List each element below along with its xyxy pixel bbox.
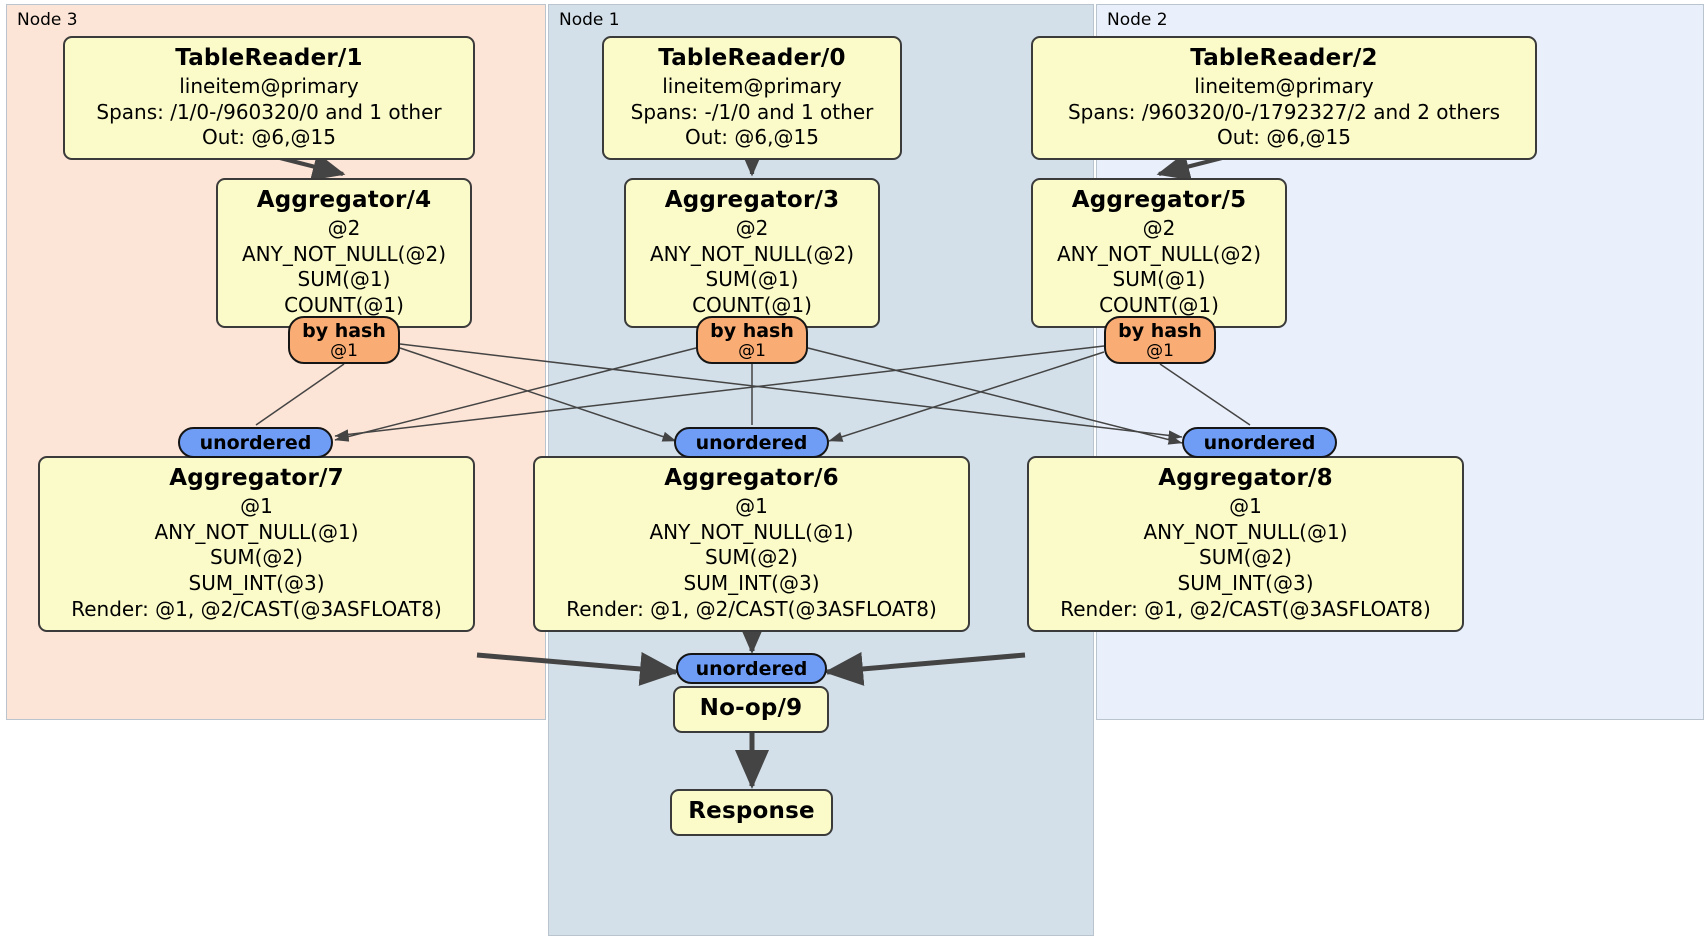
router-label: by hash [302, 320, 386, 342]
processor-detail-agg-2: SUM(@2) [705, 545, 798, 570]
processor-aggregator-7[interactable]: Aggregator/7 @1 ANY_NOT_NULL(@1) SUM(@2)… [38, 456, 475, 632]
processor-detail-out: Out: @6,@15 [202, 125, 336, 150]
synchronizer-label: unordered [695, 658, 808, 680]
processor-title: Aggregator/5 [1071, 187, 1247, 213]
processor-detail-render: Render: @1, @2/CAST(@3ASFLOAT8) [71, 597, 442, 622]
synchronizer-label: unordered [1203, 432, 1316, 454]
processor-title: TableReader/0 [658, 45, 846, 71]
processor-detail-agg-1: ANY_NOT_NULL(@1) [154, 519, 359, 544]
router-by-hash-aggregator-5[interactable]: by hash @1 [1104, 316, 1216, 364]
processor-detail-agg-2: SUM(@1) [297, 267, 391, 292]
processor-aggregator-8[interactable]: Aggregator/8 @1 ANY_NOT_NULL(@1) SUM(@2)… [1027, 456, 1464, 632]
processor-detail-table: lineitem@primary [662, 73, 842, 98]
node-region-label-node3: Node 3 [17, 10, 78, 30]
synchronizer-unordered-aggregator-6[interactable]: unordered [674, 427, 829, 458]
router-hash-column: @1 [738, 340, 766, 361]
processor-title: Aggregator/4 [256, 187, 432, 213]
processor-detail-groupcol: @2 [1142, 215, 1176, 240]
processor-detail-agg-3: SUM_INT(@3) [683, 571, 820, 596]
processor-detail-out: Out: @6,@15 [685, 125, 819, 150]
processor-detail-agg-3: COUNT(@1) [284, 293, 404, 318]
synchronizer-label: unordered [695, 432, 808, 454]
processor-aggregator-3[interactable]: Aggregator/3 @2 ANY_NOT_NULL(@2) SUM(@1)… [624, 178, 880, 329]
processor-response[interactable]: Response [670, 789, 833, 836]
processor-detail-agg-2: SUM(@2) [1199, 545, 1292, 570]
processor-detail-agg-1: ANY_NOT_NULL(@1) [1143, 519, 1348, 544]
processor-title: No-op/9 [699, 695, 803, 721]
synchronizer-unordered-aggregator-7[interactable]: unordered [178, 427, 333, 458]
processor-detail-groupcol: @2 [735, 215, 769, 240]
processor-detail-agg-1: ANY_NOT_NULL(@2) [1057, 241, 1261, 266]
router-by-hash-aggregator-3[interactable]: by hash @1 [696, 316, 808, 364]
processor-detail-agg-1: ANY_NOT_NULL(@2) [242, 241, 446, 266]
processor-detail-agg-2: SUM(@1) [1112, 267, 1206, 292]
node-region-label-node2: Node 2 [1107, 10, 1168, 30]
processor-detail-groupcol: @1 [735, 493, 768, 518]
processor-noop-9[interactable]: No-op/9 [673, 686, 829, 733]
processor-title: Aggregator/7 [169, 465, 344, 491]
processor-title: Aggregator/3 [664, 187, 840, 213]
processor-detail-groupcol: @2 [327, 215, 361, 240]
processor-detail-spans: Spans: -/1/0 and 1 other [630, 99, 874, 124]
processor-aggregator-4[interactable]: Aggregator/4 @2 ANY_NOT_NULL(@2) SUM(@1)… [216, 178, 472, 329]
router-hash-column: @1 [330, 340, 358, 361]
processor-detail-spans: Spans: /1/0-/960320/0 and 1 other [96, 99, 442, 124]
processor-detail-groupcol: @1 [1229, 493, 1262, 518]
processor-title: TableReader/1 [175, 45, 363, 71]
processor-detail-spans: Spans: /960320/0-/1792327/2 and 2 others [1067, 99, 1500, 124]
synchronizer-unordered-aggregator-8[interactable]: unordered [1182, 427, 1337, 458]
processor-detail-agg-1: ANY_NOT_NULL(@1) [649, 519, 854, 544]
router-by-hash-aggregator-4[interactable]: by hash @1 [288, 316, 400, 364]
processor-detail-out: Out: @6,@15 [1217, 125, 1351, 150]
processor-detail-agg-2: SUM(@1) [705, 267, 799, 292]
processor-detail-table: lineitem@primary [1194, 73, 1374, 98]
processor-detail-agg-3: COUNT(@1) [692, 293, 812, 318]
processor-title: Response [688, 798, 815, 824]
processor-title: TableReader/2 [1190, 45, 1378, 71]
processor-detail-table: lineitem@primary [179, 73, 359, 98]
processor-title: Aggregator/6 [664, 465, 839, 491]
processor-detail-agg-2: SUM(@2) [210, 545, 303, 570]
processor-aggregator-6[interactable]: Aggregator/6 @1 ANY_NOT_NULL(@1) SUM(@2)… [533, 456, 970, 632]
processor-detail-agg-3: COUNT(@1) [1099, 293, 1219, 318]
processor-detail-agg-3: SUM_INT(@3) [188, 571, 325, 596]
processor-aggregator-5[interactable]: Aggregator/5 @2 ANY_NOT_NULL(@2) SUM(@1)… [1031, 178, 1287, 329]
synchronizer-label: unordered [199, 432, 312, 454]
processor-tablereader-0[interactable]: TableReader/0 lineitem@primary Spans: -/… [602, 36, 902, 161]
processor-title: Aggregator/8 [1158, 465, 1333, 491]
router-label: by hash [710, 320, 794, 342]
processor-detail-agg-3: SUM_INT(@3) [1177, 571, 1314, 596]
processor-detail-render: Render: @1, @2/CAST(@3ASFLOAT8) [566, 597, 937, 622]
processor-tablereader-1[interactable]: TableReader/1 lineitem@primary Spans: /1… [63, 36, 475, 161]
router-label: by hash [1118, 320, 1202, 342]
router-hash-column: @1 [1146, 340, 1174, 361]
processor-detail-render: Render: @1, @2/CAST(@3ASFLOAT8) [1060, 597, 1431, 622]
node-region-label-node1: Node 1 [559, 10, 620, 30]
processor-detail-groupcol: @1 [240, 493, 273, 518]
synchronizer-unordered-noop-9[interactable]: unordered [676, 653, 827, 684]
processor-detail-agg-1: ANY_NOT_NULL(@2) [650, 241, 854, 266]
processor-tablereader-2[interactable]: TableReader/2 lineitem@primary Spans: /9… [1031, 36, 1537, 161]
